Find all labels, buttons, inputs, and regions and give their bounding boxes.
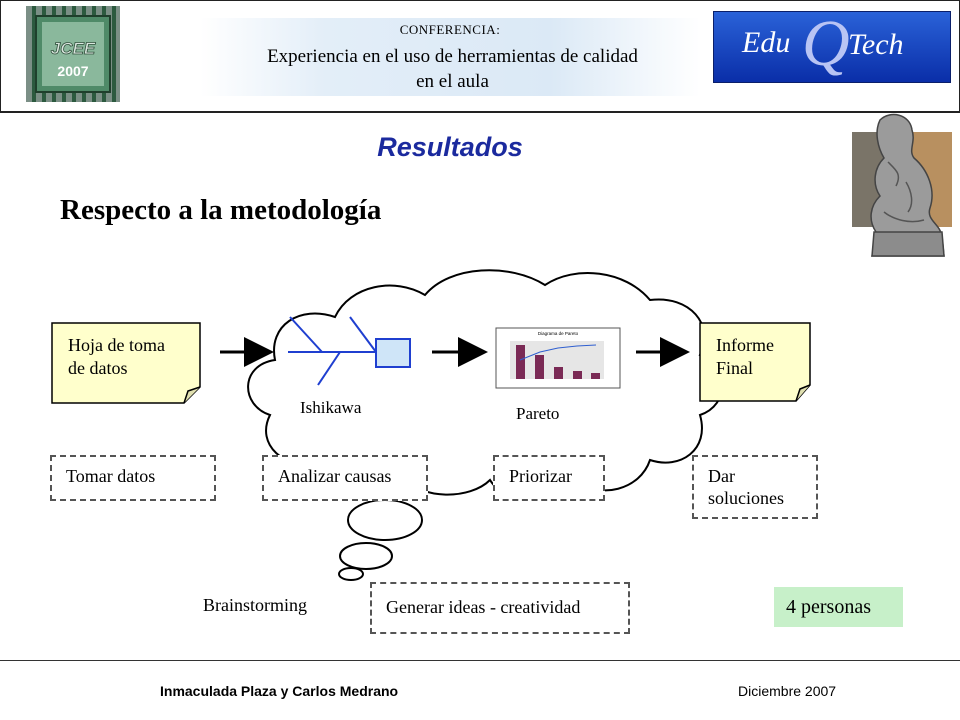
note-data-sheet-line2: de datos bbox=[68, 358, 127, 378]
eduqtech-logo-q: Q bbox=[802, 7, 850, 80]
conference-label: CONFERENCIA: bbox=[399, 22, 501, 37]
svg-text:Informe Final: Informe Final bbox=[716, 335, 778, 378]
jcee-logo-year: 2007 bbox=[57, 63, 88, 79]
generate-ideas-box: Generar ideas - creatividad bbox=[370, 582, 630, 634]
thinker-statue-image bbox=[852, 113, 952, 257]
footer-authors: Inmaculada Plaza y Carlos Medrano bbox=[160, 683, 399, 699]
thought-bubble-medium bbox=[339, 542, 393, 570]
note-final-report-line1: Informe bbox=[716, 335, 774, 355]
svg-text:Hoja de toma de datos: Hoja de toma de datos bbox=[68, 335, 169, 378]
footer-date: Diciembre 2007 bbox=[738, 683, 837, 699]
step-analyze-causes: Analizar causas bbox=[262, 455, 428, 501]
conference-title-line2: en el aula bbox=[416, 71, 489, 92]
step-analyze-causes-label: Analizar causas bbox=[278, 466, 392, 486]
step-collect-data-label: Tomar datos bbox=[66, 466, 156, 486]
eduqtech-logo: Edu Q Tech bbox=[713, 7, 951, 83]
note-data-sheet: Hoja de toma de datos bbox=[51, 322, 201, 404]
pareto-chart-thumbnail: Diagrama de Pareto bbox=[495, 327, 621, 389]
header-band bbox=[200, 18, 700, 96]
step-solutions-label: Dar soluciones bbox=[708, 466, 784, 508]
footer-divider bbox=[0, 660, 960, 661]
jcee-logo-text: JCEE bbox=[51, 39, 96, 58]
brainstorming-label: Brainstorming bbox=[203, 595, 307, 615]
conference-title-line1: Experiencia en el uso de herramientas de… bbox=[267, 46, 638, 67]
jcee-logo: JCEE 2007 bbox=[26, 6, 120, 102]
note-final-report-line2: Final bbox=[716, 358, 753, 378]
step-solutions: Dar soluciones bbox=[692, 455, 818, 519]
pareto-label: Pareto bbox=[516, 404, 559, 423]
thought-bubble-small bbox=[338, 567, 364, 581]
thought-bubble-large bbox=[347, 499, 423, 541]
step-collect-data: Tomar datos bbox=[50, 455, 216, 501]
note-data-sheet-line1: Hoja de toma bbox=[68, 335, 165, 355]
generate-ideas-label: Generar ideas - creatividad bbox=[386, 597, 581, 617]
step-prioritize: Priorizar bbox=[493, 455, 605, 501]
section-title: Resultados bbox=[377, 132, 523, 162]
slide-subtitle: Respecto a la metodología bbox=[60, 194, 382, 226]
eduqtech-logo-tech: Tech bbox=[848, 28, 904, 61]
conference-title: Experiencia en el uso de herramientas de… bbox=[200, 44, 705, 94]
ishikawa-fishbone-icon bbox=[288, 316, 411, 386]
step-prioritize-label: Priorizar bbox=[509, 466, 572, 486]
pareto-thumb-title: Diagrama de Pareto bbox=[538, 331, 579, 336]
people-count-badge: 4 personas bbox=[774, 587, 903, 627]
ishikawa-label: Ishikawa bbox=[300, 398, 362, 417]
note-final-report: Informe Final bbox=[699, 322, 811, 402]
eduqtech-logo-edu: Edu bbox=[742, 26, 791, 59]
